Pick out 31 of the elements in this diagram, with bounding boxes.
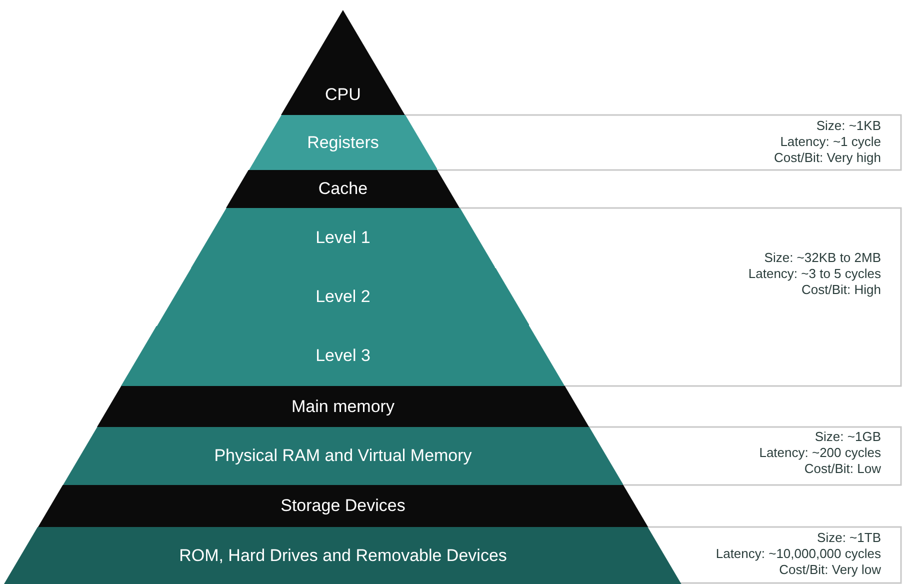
spec-text: Latency: ~3 to 5 cycles [748, 266, 881, 282]
spec-text: Latency: ~200 cycles [759, 445, 881, 461]
tier-label: CPU [324, 85, 362, 105]
spec-text: Cost/Bit: High [802, 282, 881, 298]
apex-band [281, 10, 405, 115]
tier-band [38, 485, 648, 527]
spec-text: Size: ~1KB [816, 118, 881, 134]
tier-band [121, 326, 565, 386]
spec-text: Size: ~32KB to 2MB [764, 250, 881, 266]
spec-text: Cost/Bit: Low [804, 461, 881, 477]
tier-band [96, 386, 590, 427]
tier-band [190, 208, 496, 268]
spec-text: Latency: ~10,000,000 cycles [716, 546, 881, 562]
tier-band [62, 427, 624, 485]
spec-text: Cost/Bit: Very high [774, 150, 881, 166]
spec-text: Size: ~1GB [814, 429, 881, 445]
tier-label: Storage Devices [280, 496, 406, 516]
tier-label: Cache [317, 179, 369, 199]
tier-label: ROM, Hard Drives and Removable Devices [178, 546, 508, 566]
tier-label: Main memory [290, 396, 396, 416]
tier-band [248, 115, 438, 170]
tier-label: Level 1 [314, 228, 372, 248]
spec-text: Size: ~1TB [817, 530, 881, 546]
tier-label: Level 3 [314, 346, 372, 366]
tier-band [156, 268, 530, 326]
tier-label: Registers [306, 132, 380, 152]
spec-text: Latency: ~1 cycle [780, 134, 881, 150]
spec-text: Cost/Bit: Very low [779, 562, 881, 578]
tier-label: Physical RAM and Virtual Memory [213, 446, 473, 466]
base-band [4, 527, 682, 584]
tier-label: Level 2 [314, 287, 372, 307]
